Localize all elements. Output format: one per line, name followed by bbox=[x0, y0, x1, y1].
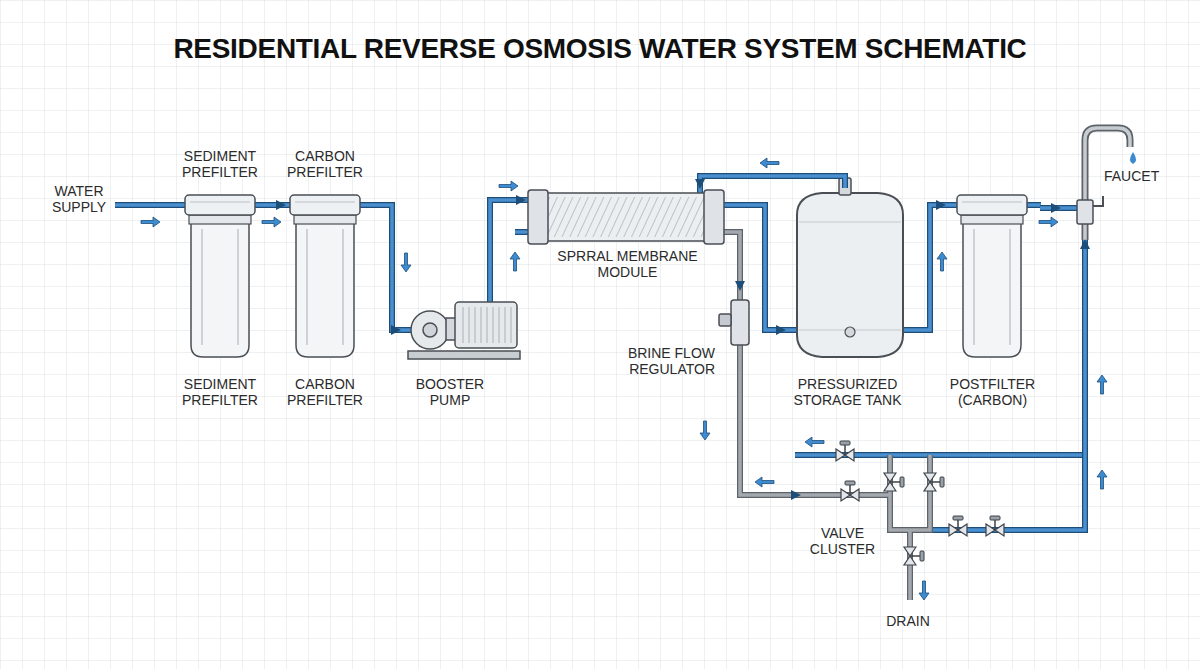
pipe-outline bbox=[700, 176, 845, 188]
component-node: PRESSURIZED STORAGE TANK bbox=[785, 188, 910, 410]
component-node: VALVE CLUSTER bbox=[800, 430, 1015, 575]
flow-label: WATER SUPPLY bbox=[38, 183, 120, 215]
flow-label: DRAIN bbox=[868, 613, 948, 629]
pipe-connector bbox=[725, 232, 740, 290]
pipe-core bbox=[365, 205, 400, 330]
pipe-core bbox=[740, 382, 800, 495]
pipe-connector bbox=[910, 205, 945, 330]
pipe-core bbox=[1040, 206, 1060, 210]
pipe-connector bbox=[740, 382, 800, 495]
component-label: CARBON PREFILTER bbox=[285, 148, 365, 180]
flow-arrows bbox=[141, 158, 1107, 600]
sediment-housing bbox=[185, 195, 255, 357]
pipe-outline bbox=[1040, 205, 1060, 211]
component-label: PRESSURIZED STORAGE TANK bbox=[785, 376, 910, 408]
component-label: BOOSTER PUMP bbox=[410, 376, 490, 408]
carbon-housing bbox=[290, 195, 360, 357]
component-node: SPRRAL MEMBRANE MODULE bbox=[525, 188, 725, 285]
pipe-outline bbox=[365, 205, 400, 330]
pipe-connector bbox=[700, 176, 845, 188]
component-label: CARBON PREFILTER bbox=[285, 376, 365, 408]
pump-symbol bbox=[408, 302, 520, 359]
component-node: SEDIMENT PREFILTER SEDIMENT PREFILTER bbox=[180, 148, 260, 410]
pipe-core bbox=[910, 205, 945, 330]
regulator-valve bbox=[719, 300, 749, 345]
pipe-core bbox=[260, 203, 285, 207]
component-node: POSTFILTER (CARBON) bbox=[945, 190, 1040, 410]
component-label: SEDIMENT PREFILTER bbox=[180, 376, 260, 408]
component-node: BRINE FLOW REGULATOR bbox=[610, 290, 755, 382]
pipe-outline bbox=[490, 200, 525, 285]
pipe-connector bbox=[365, 205, 400, 330]
pipe-outline bbox=[725, 232, 740, 290]
pipe-connector bbox=[725, 205, 785, 330]
pipe-core bbox=[725, 232, 740, 290]
component-label: FAUCET bbox=[1104, 168, 1176, 184]
membrane-vessel bbox=[528, 190, 724, 244]
pipe-connector bbox=[260, 205, 285, 206]
pipe-core bbox=[700, 176, 845, 188]
pipe-core bbox=[490, 200, 525, 285]
component-node: BOOSTER PUMP bbox=[400, 285, 530, 410]
component-node: CARBON PREFILTER CARBON PREFILTER bbox=[285, 148, 365, 410]
component-label: BRINE FLOW REGULATOR bbox=[610, 345, 715, 377]
pipe-stubs bbox=[115, 187, 1085, 530]
postfilter-housing bbox=[957, 195, 1027, 357]
pipe-outline bbox=[910, 205, 945, 330]
diagram-title: RESIDENTIAL REVERSE OSMOSIS WATER SYSTEM… bbox=[0, 32, 1200, 66]
component-label: VALVE CLUSTER bbox=[805, 525, 880, 557]
pipe-connector bbox=[490, 200, 525, 285]
storage-tank bbox=[797, 178, 903, 357]
component-label: SPRRAL MEMBRANE MODULE bbox=[540, 248, 715, 280]
component-label: SEDIMENT PREFILTER bbox=[180, 148, 260, 180]
component-node: FAUCET bbox=[1060, 120, 1190, 240]
faucet-symbol bbox=[1077, 128, 1136, 240]
pipe-outline bbox=[260, 202, 285, 208]
pipe-outline bbox=[725, 205, 785, 330]
pipe-core bbox=[725, 205, 785, 330]
pipe-connector bbox=[1040, 208, 1060, 209]
pipe-outline bbox=[740, 382, 800, 495]
component-label: POSTFILTER (CARBON) bbox=[945, 376, 1040, 408]
